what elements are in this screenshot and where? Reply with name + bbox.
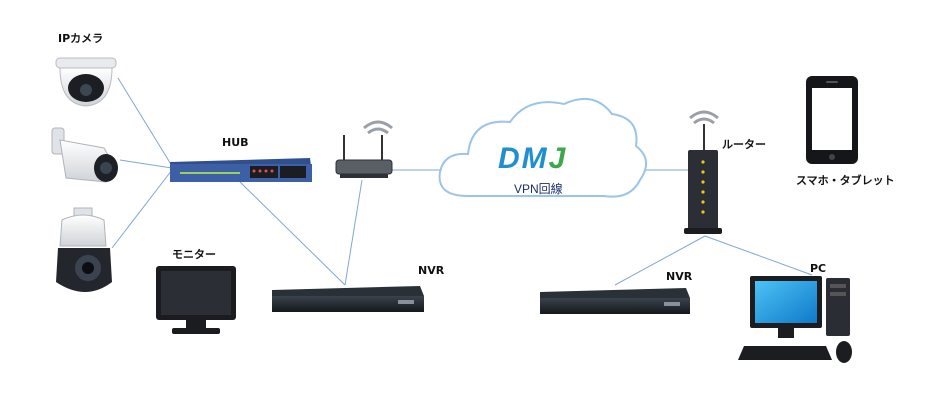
ptz-camera-icon xyxy=(56,207,112,292)
vpn-line-label: VPN回線 xyxy=(514,182,563,196)
nvr-left-icon xyxy=(272,286,424,312)
pc-label: PC xyxy=(810,262,827,275)
nvr-left-label: NVR xyxy=(418,264,445,277)
hub-switch-icon xyxy=(170,158,312,182)
router-label: ルーター xyxy=(722,138,766,151)
monitor-icon xyxy=(156,266,236,334)
ip-camera-label: IPカメラ xyxy=(58,32,104,45)
monitor-label: モニター xyxy=(172,248,216,261)
nvr-right-icon xyxy=(540,288,690,314)
router-tower-icon xyxy=(684,110,722,234)
vpn-cloud xyxy=(438,97,647,198)
hub-label: HUB xyxy=(222,136,249,149)
nvr-right-label: NVR xyxy=(666,270,693,283)
smartphone-tablet-label: スマホ・タブレット xyxy=(796,174,895,187)
bullet-camera-icon xyxy=(51,127,118,183)
smartphone-icon xyxy=(806,76,858,164)
pc-icon xyxy=(738,276,852,363)
dmj-logo: DMJ xyxy=(498,142,568,175)
dome-camera-icon xyxy=(55,57,117,107)
connection-lines xyxy=(111,77,813,286)
wireless-router-icon xyxy=(335,120,393,178)
